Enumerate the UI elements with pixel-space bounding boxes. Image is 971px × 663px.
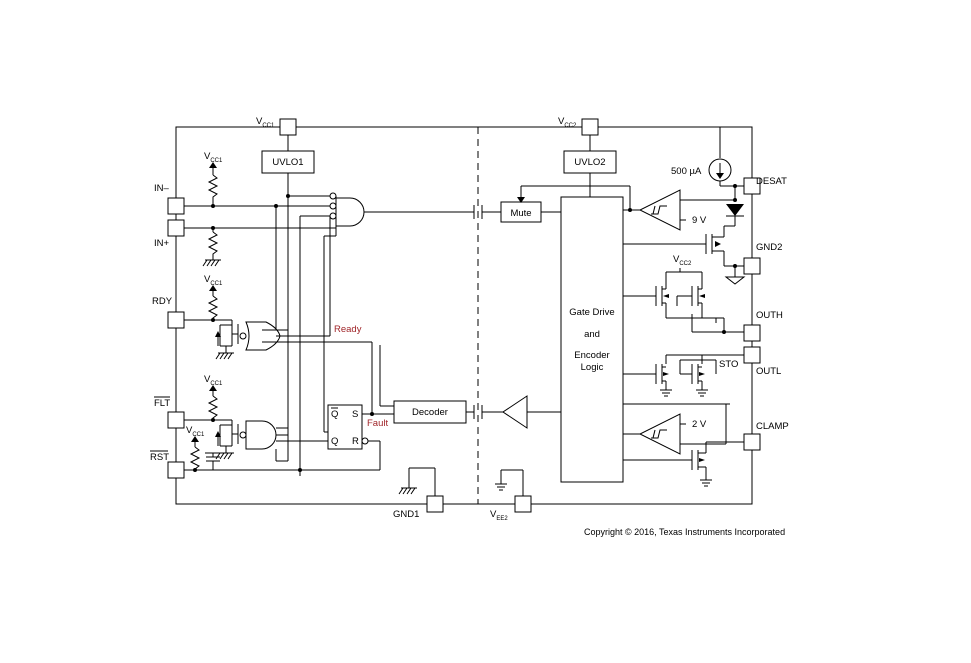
- desat-label: DESAT: [756, 176, 787, 187]
- outh-vcc2-label: VCC2: [673, 254, 692, 267]
- current-source-label: 500 µA: [671, 166, 702, 177]
- rst-pin: [167, 461, 185, 479]
- flipflop-s-label: S: [352, 409, 358, 420]
- outl-pin: [743, 346, 761, 364]
- rdy-label: RDY: [152, 296, 173, 307]
- in-plus-pin: [167, 219, 185, 237]
- fault-return-buffer: [502, 395, 528, 429]
- vcc1-pin: [279, 118, 297, 136]
- vcc2-pin-label: VCC2: [558, 116, 577, 129]
- gate-drive-label-4: Logic: [581, 362, 604, 373]
- flt-label: FLT: [154, 398, 170, 409]
- rdy-pullup-vcc-label: VCC1: [204, 274, 223, 287]
- mute-label: Mute: [510, 208, 531, 219]
- rdy-pullup-resistor: [207, 295, 219, 320]
- fault-signal-label: Fault: [367, 418, 388, 429]
- flt-pullup-resistor: [207, 395, 219, 420]
- vee2-pin: [514, 495, 532, 513]
- fault-and-gate: [245, 420, 277, 450]
- uvlo2-label: UVLO2: [574, 157, 605, 168]
- flt-pin: [167, 411, 185, 429]
- gnd2-pin: [743, 257, 761, 275]
- flt-pullup-vcc-label: VCC1: [204, 374, 223, 387]
- clamp-label: CLAMP: [756, 421, 789, 432]
- rst-pullup-vcc-label: VCC1: [186, 425, 205, 438]
- vcc1-pin-label: VCC1: [256, 116, 275, 129]
- gnd1-label: GND1: [393, 509, 419, 520]
- flipflop-r-label: R: [352, 436, 359, 447]
- in-minus-pin: [167, 197, 185, 215]
- desat-comparator: [638, 189, 681, 231]
- fault-flipflop: [327, 404, 363, 450]
- clamp-pin: [743, 433, 761, 451]
- outh-pin: [743, 324, 761, 342]
- sto-label: STO: [719, 359, 738, 370]
- gnd2-ground-symbol: [724, 276, 746, 285]
- in-minus-label: IN–: [154, 183, 170, 194]
- in-minus-pullup-vcc-label: VCC1: [204, 151, 223, 164]
- in-plus-label: IN+: [154, 238, 170, 249]
- copyright-text: Copyright © 2016, Texas Instruments Inco…: [584, 527, 785, 537]
- outh-label: OUTH: [756, 310, 783, 321]
- clamp-comparator: [638, 413, 681, 455]
- rst-label: RST: [150, 452, 169, 463]
- flipflop-q-label: Q: [331, 436, 338, 447]
- vee2-label: VEE2: [490, 509, 508, 522]
- rst-pullup-resistor: [189, 446, 201, 470]
- vcc2-pin: [581, 118, 599, 136]
- outl-label: OUTL: [756, 366, 781, 377]
- input-and-gate: [335, 197, 365, 227]
- desat-threshold-label: 9 V: [692, 215, 707, 226]
- decoder-label: Decoder: [412, 407, 448, 418]
- desat-diode: [726, 204, 744, 216]
- gate-drive-label-1: Gate Drive: [569, 307, 614, 318]
- gnd1-pin: [426, 495, 444, 513]
- gate-drive-label-3: Encoder: [574, 350, 609, 361]
- flipflop-qbar-label: Q: [331, 409, 338, 420]
- ready-signal-label: Ready: [334, 324, 362, 335]
- in-plus-pulldown-resistor: [207, 231, 219, 260]
- gnd2-label: GND2: [756, 242, 782, 253]
- desat-pin: [743, 177, 761, 195]
- in-minus-pullup-resistor: [207, 174, 219, 206]
- ready-or-gate: [245, 321, 281, 351]
- gate-drive-block: [560, 196, 624, 483]
- clamp-threshold-label: 2 V: [692, 419, 707, 430]
- rdy-pin: [167, 311, 185, 329]
- uvlo1-label: UVLO1: [272, 157, 303, 168]
- gate-drive-label-2: and: [584, 329, 600, 340]
